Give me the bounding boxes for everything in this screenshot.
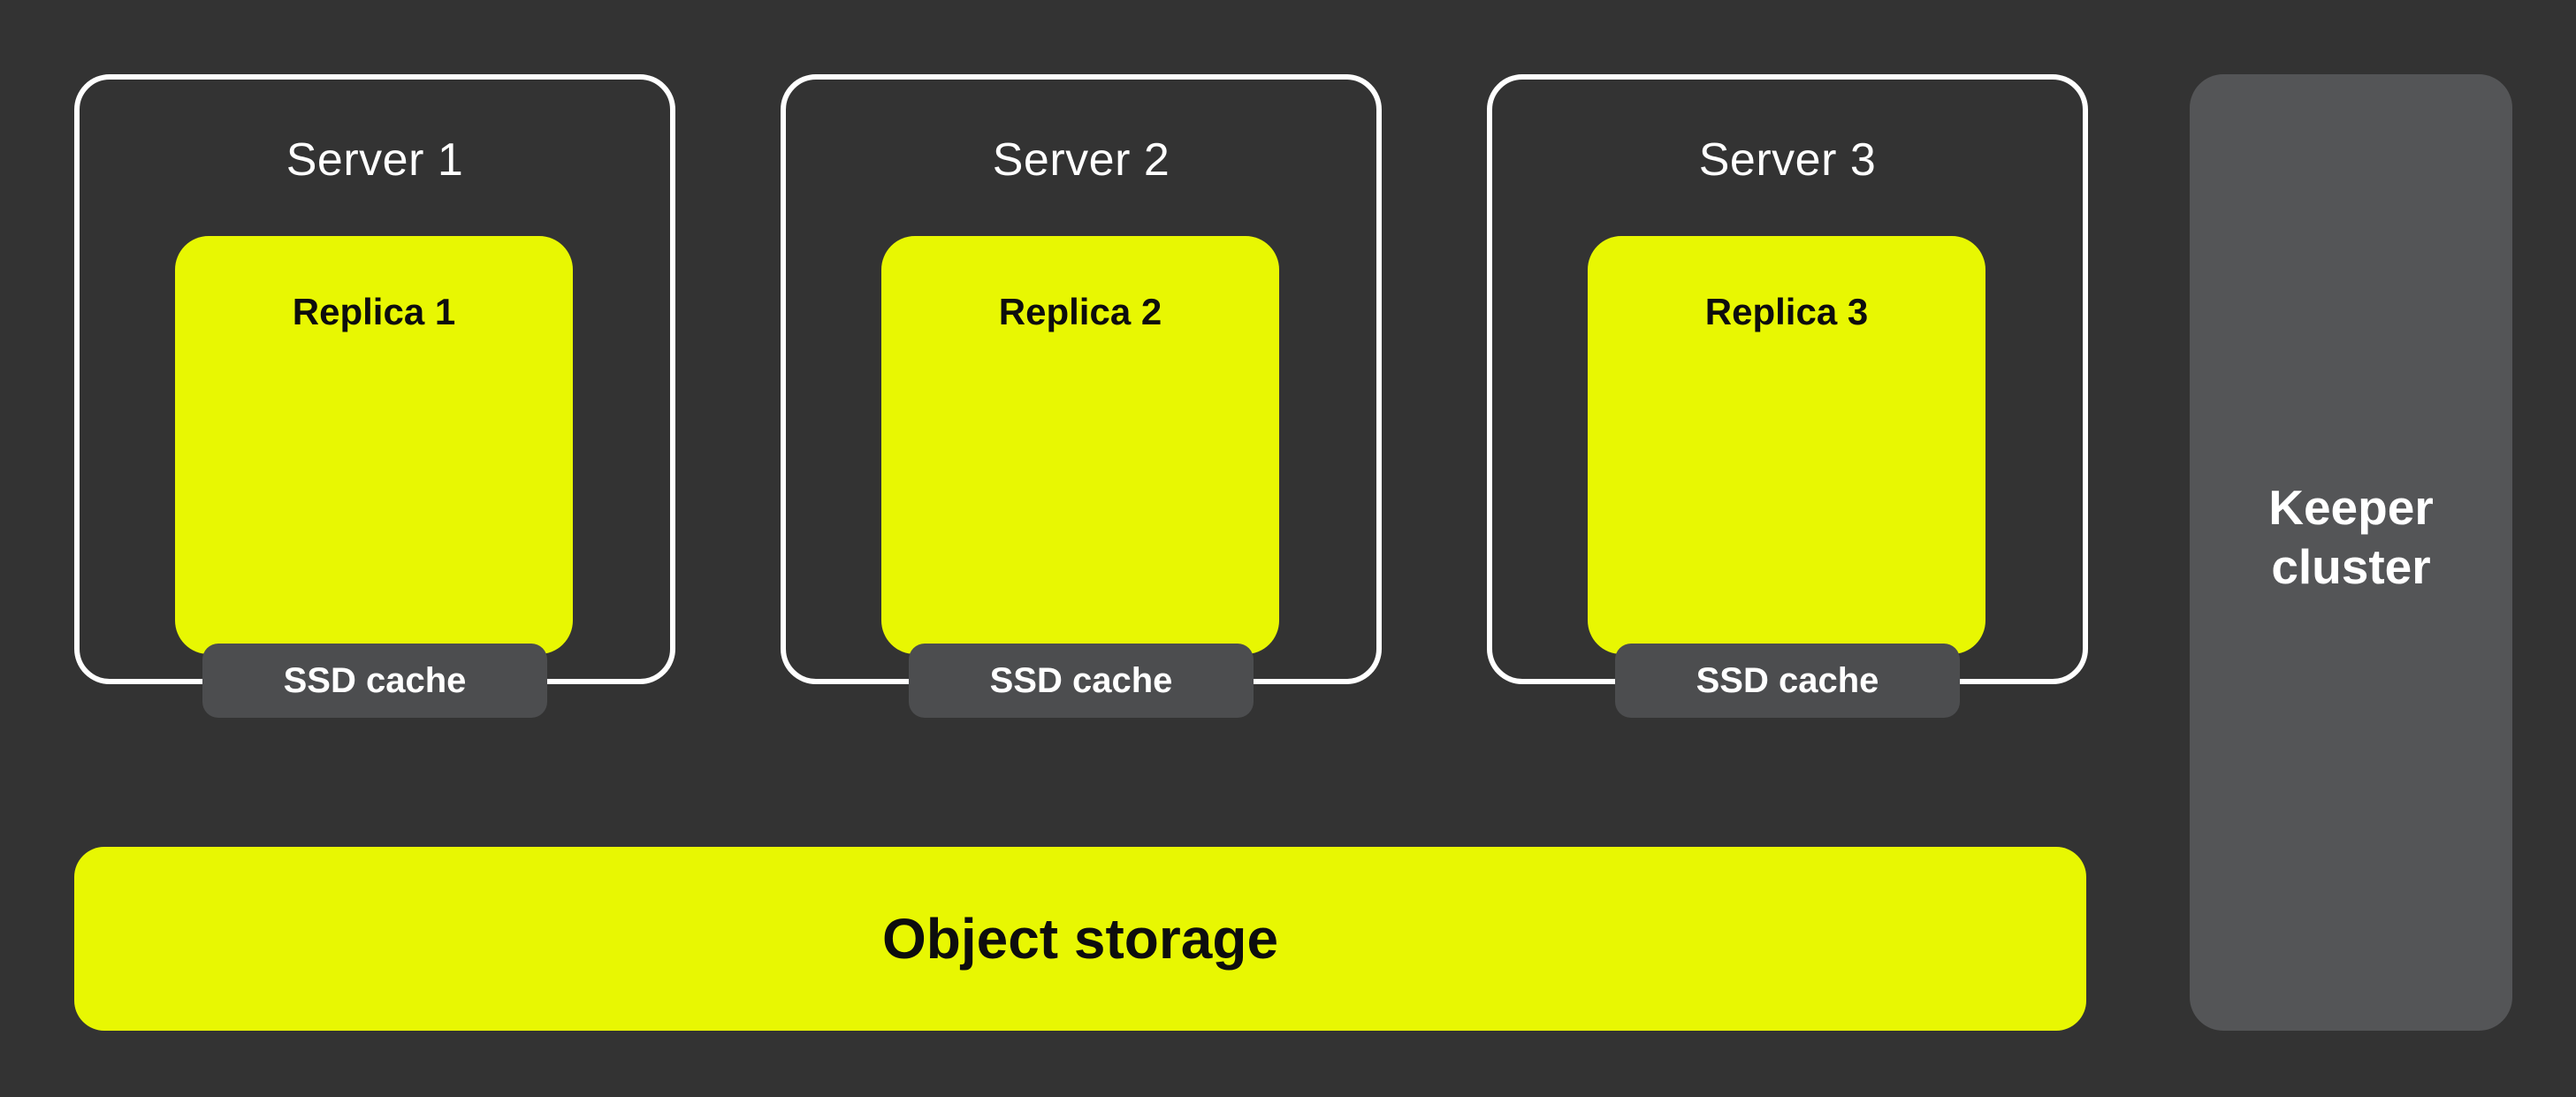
ssd-cache-3-label: SSD cache	[1696, 660, 1879, 700]
server-1-title: Server 1	[286, 134, 464, 186]
keeper-cluster-label: Keeper cluster	[2268, 480, 2434, 594]
ssd-cache-1-box: SSD cache	[202, 644, 547, 718]
replica-1-label: Replica 1	[292, 291, 456, 332]
object-storage-label: Object storage	[881, 907, 1279, 971]
server-2-box: Server 2 Replica 2 SSD cache	[781, 74, 1382, 718]
replica-3-label: Replica 3	[1704, 291, 1869, 332]
server-3-box: Server 3 Replica 3 SSD cache	[1487, 74, 2088, 718]
object-storage-box: Object storage	[74, 847, 2086, 1031]
server-3-title: Server 3	[1698, 134, 1877, 186]
replica-2-box: Replica 2	[881, 236, 1279, 654]
ssd-cache-2-label: SSD cache	[989, 660, 1173, 700]
server-1-box: Server 1 Replica 1 SSD cache	[74, 74, 675, 718]
server-2-title: Server 2	[992, 134, 1170, 186]
replica-3-box: Replica 3	[1588, 236, 1985, 654]
replica-1-box: Replica 1	[175, 236, 573, 654]
ssd-cache-2-box: SSD cache	[909, 644, 1254, 718]
ssd-cache-3-box: SSD cache	[1615, 644, 1960, 718]
replica-2-label: Replica 2	[998, 291, 1162, 332]
ssd-cache-1-label: SSD cache	[283, 660, 467, 700]
keeper-cluster-box: Keeper cluster	[2190, 74, 2512, 1031]
